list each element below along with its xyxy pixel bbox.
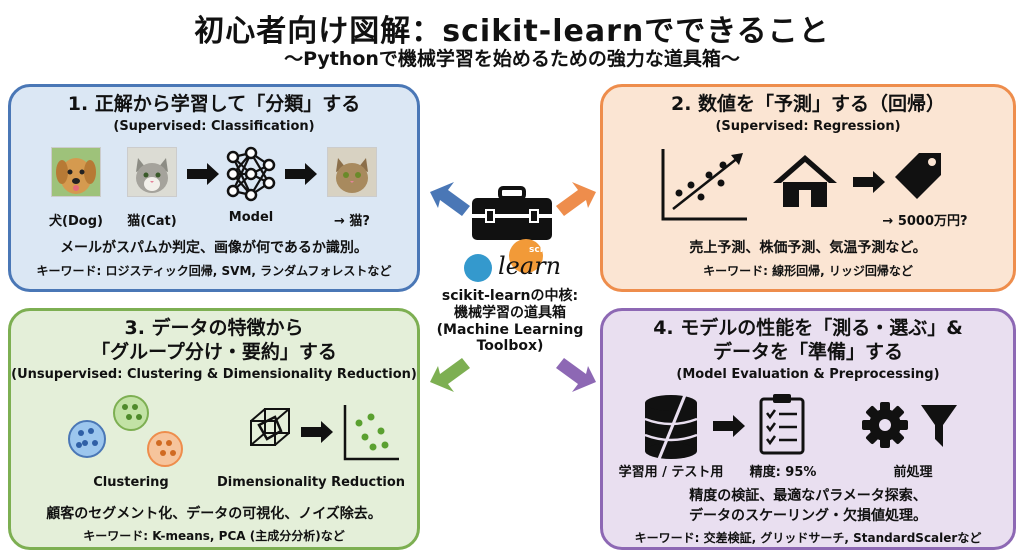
database-split-icon bbox=[644, 394, 698, 460]
regression-title: 2. 数値を「予測」する（回帰） bbox=[670, 93, 946, 115]
evaluation-title-line1: 4. モデルの性能を「測る・選ぶ」& bbox=[653, 317, 963, 339]
split-label: 学習用 / テスト用 bbox=[618, 465, 724, 480]
arrow-to-regression-icon bbox=[556, 182, 596, 216]
2d-scatter-icon bbox=[343, 405, 399, 461]
house-icon bbox=[773, 155, 837, 207]
clipboard-checklist-icon bbox=[759, 394, 805, 455]
accuracy-label: 精度: 95% bbox=[749, 465, 817, 480]
page-subtitle: 〜Pythonで機械学習を始めるための強力な道具箱〜 bbox=[284, 48, 740, 70]
regression-panel: 2. 数値を「予測」する（回帰） (Supervised: Regression… bbox=[600, 84, 1016, 292]
clustering-label: Clustering bbox=[93, 475, 169, 490]
dog-photo bbox=[51, 147, 101, 197]
clustering-title-line2: 「グループ分け・要約」する bbox=[91, 341, 337, 363]
evaluation-title-line2: データを「準備」する bbox=[712, 341, 903, 363]
3d-cube-icon bbox=[250, 408, 290, 446]
evaluation-keywords: キーワード: 交差検証, グリッドサーチ, StandardScalerなど bbox=[634, 531, 982, 545]
clustering-keywords: キーワード: K-means, PCA (主成分分析)など bbox=[83, 529, 345, 543]
neural-network-icon bbox=[226, 146, 276, 202]
cat-photo bbox=[127, 147, 177, 197]
arrow-right-icon bbox=[853, 171, 885, 193]
cat-label: 猫(Cat) bbox=[127, 214, 177, 229]
evaluation-description-line1: 精度の検証、最適なパラメータ探索、 bbox=[689, 488, 927, 504]
clusters-icon bbox=[68, 395, 183, 467]
center-graphics bbox=[430, 182, 596, 392]
evaluation-subtitle: (Model Evaluation & Preprocessing) bbox=[676, 367, 940, 382]
clustering-subtitle: (Unsupervised: Clustering & Dimensionali… bbox=[11, 367, 417, 382]
evaluation-description-line2: データのスケーリング・欠損値処理。 bbox=[689, 508, 927, 524]
arrow-right-icon bbox=[713, 415, 745, 437]
dog-label: 犬(Dog) bbox=[49, 214, 103, 229]
price-label: → 5000万円? bbox=[882, 214, 968, 229]
arrow-right-icon bbox=[187, 163, 219, 185]
classification-panel: 1. 正解から学習して「分類」する (Supervised: Classific… bbox=[8, 84, 420, 292]
page-title: 初心者向け図解：scikit-learnでできること bbox=[194, 14, 830, 49]
regression-plot-icon bbox=[661, 149, 747, 221]
classification-keywords: キーワード: ロジスティック回帰, SVM, ランダムフォレストなど bbox=[36, 264, 392, 278]
classification-subtitle: (Supervised: Classification) bbox=[113, 119, 315, 134]
clustering-title-line1: 3. データの特徴から bbox=[124, 317, 304, 339]
toolbox-icon bbox=[472, 186, 552, 240]
model-label: Model bbox=[228, 210, 274, 225]
logo-scikit-text: scikit bbox=[529, 245, 557, 255]
preprocess-label: 前処理 bbox=[893, 465, 933, 480]
classification-description: メールがスパムか判定、画像が何であるか識別。 bbox=[60, 240, 368, 256]
price-tag-icon bbox=[895, 153, 941, 199]
clustering-description: 顧客のセグメント化、データの可視化、ノイズ除去。 bbox=[46, 506, 382, 522]
arrow-right-icon bbox=[301, 421, 333, 443]
result-cat-photo bbox=[327, 147, 377, 197]
logo-learn-text: learn bbox=[498, 252, 562, 280]
arrow-to-classification-icon bbox=[430, 182, 470, 216]
regression-description: 売上予測、株価予測、気温予測など。 bbox=[689, 240, 927, 256]
arrow-right-icon bbox=[285, 163, 317, 185]
center-caption-line4: Toolbox) bbox=[476, 338, 544, 355]
filter-icon bbox=[921, 405, 957, 447]
center-caption-line2: 機械学習の道具箱 bbox=[454, 304, 566, 321]
arrow-to-evaluation-icon bbox=[556, 358, 596, 392]
clustering-panel: 3. データの特徴から 「グループ分け・要約」する (Unsupervised:… bbox=[8, 308, 420, 550]
regression-keywords: キーワード: 線形回帰, リッジ回帰など bbox=[703, 264, 913, 278]
classification-title: 1. 正解から学習して「分類」する bbox=[67, 93, 361, 115]
dimred-label: Dimensionality Reduction bbox=[216, 475, 406, 490]
regression-subtitle: (Supervised: Regression) bbox=[715, 119, 901, 134]
center-caption: scikit-learnの中核: 機械学習の道具箱 (Machine Learn… bbox=[420, 288, 600, 355]
center-caption-line1: scikit-learnの中核: bbox=[441, 288, 579, 304]
result-label: → 猫? bbox=[334, 214, 370, 229]
scikit-learn-logo bbox=[464, 239, 543, 282]
arrow-to-clustering-icon bbox=[430, 358, 470, 392]
center-caption-line3: (Machine Learning bbox=[436, 321, 584, 338]
evaluation-panel: 4. モデルの性能を「測る・選ぶ」& データを「準備」する (Model Eva… bbox=[600, 308, 1016, 550]
gear-icon bbox=[862, 402, 908, 448]
